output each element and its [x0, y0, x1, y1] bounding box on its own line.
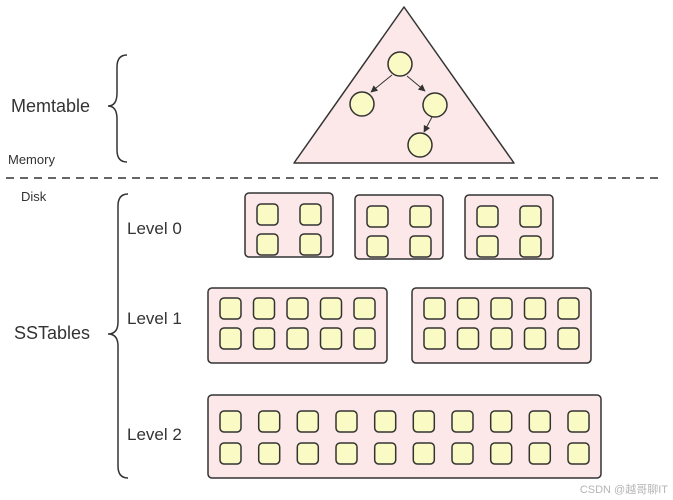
data-block — [423, 327, 446, 350]
tree-edge — [423, 116, 433, 133]
data-block — [296, 442, 320, 465]
data-block — [490, 297, 513, 320]
data-block — [353, 327, 376, 350]
data-block — [219, 410, 242, 433]
data-block — [489, 442, 513, 465]
data-block — [490, 327, 513, 350]
data-block — [286, 297, 309, 320]
data-block — [557, 327, 580, 350]
data-block — [335, 442, 358, 465]
tree-node — [422, 92, 448, 118]
data-block — [476, 205, 499, 228]
data-block — [523, 297, 547, 320]
data-block — [519, 235, 542, 258]
watermark: CSDN @越哥聊IT — [580, 482, 668, 496]
sstables-label: SSTables — [14, 323, 90, 343]
data-block — [252, 297, 276, 320]
data-block — [456, 327, 480, 350]
tree-node — [349, 91, 375, 117]
data-block — [557, 297, 580, 320]
data-block — [335, 410, 358, 433]
data-block — [256, 203, 279, 226]
data-block — [412, 410, 436, 433]
data-block — [519, 205, 542, 228]
sstable-container — [207, 394, 602, 479]
data-block — [257, 442, 281, 465]
data-block — [299, 203, 322, 226]
data-block — [451, 442, 474, 465]
data-block — [409, 205, 432, 228]
data-block — [366, 205, 389, 228]
memtable-label: Memtable — [11, 96, 90, 116]
data-block — [299, 233, 322, 256]
level0-label: Level 0 — [127, 219, 182, 238]
data-block — [423, 297, 446, 320]
data-block — [366, 235, 389, 258]
tree-node — [407, 132, 433, 158]
sstable-layer — [207, 192, 602, 479]
data-block — [257, 410, 281, 433]
data-block — [286, 327, 309, 350]
data-block — [219, 327, 242, 350]
data-block — [252, 327, 276, 350]
sstables-brace — [107, 193, 129, 479]
tree-edge — [370, 74, 393, 93]
data-block — [451, 410, 474, 433]
data-block — [523, 327, 547, 350]
data-block — [373, 410, 397, 433]
data-block — [219, 442, 242, 465]
level1-label: Level 1 — [127, 309, 182, 328]
disk-label: Disk — [21, 189, 47, 204]
data-block — [256, 233, 279, 256]
data-block — [353, 297, 376, 320]
data-block — [319, 297, 343, 320]
data-block — [476, 235, 499, 258]
data-block — [373, 442, 397, 465]
tree-node — [387, 51, 413, 77]
data-block — [489, 410, 513, 433]
data-block — [319, 327, 343, 350]
memtable-brace — [107, 54, 128, 163]
data-block — [528, 442, 552, 465]
data-block — [296, 410, 320, 433]
data-block — [567, 410, 590, 433]
data-block — [528, 410, 552, 433]
data-block — [567, 442, 590, 465]
data-block — [412, 442, 436, 465]
tree-edge — [406, 75, 426, 92]
data-block — [219, 297, 242, 320]
data-block — [456, 297, 480, 320]
level2-label: Level 2 — [127, 425, 182, 444]
memory-label: Memory — [8, 152, 55, 167]
data-block — [409, 235, 432, 258]
memtable-triangle — [293, 6, 515, 164]
